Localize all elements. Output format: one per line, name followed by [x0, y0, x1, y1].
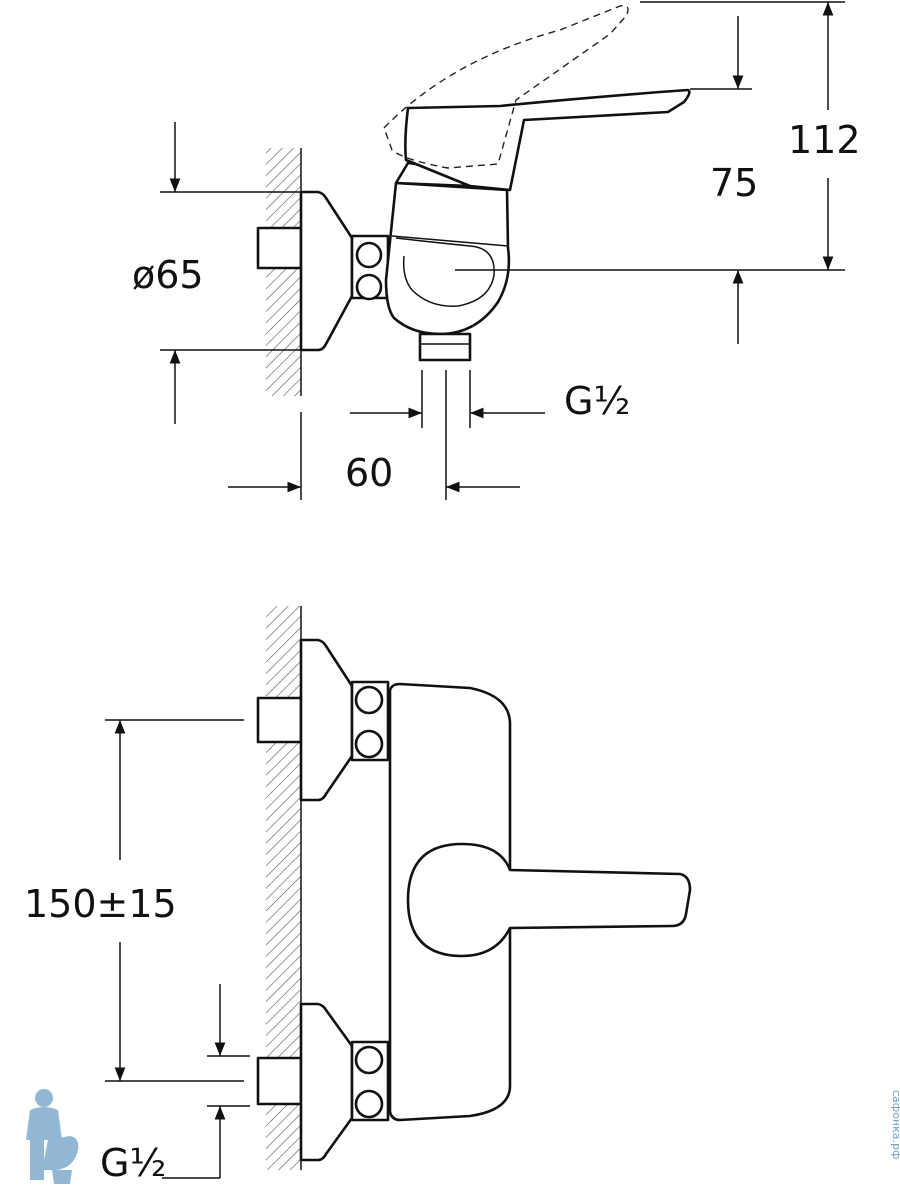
nut-lobe-upper — [355, 241, 383, 269]
dim-spout-offset: 60 — [228, 370, 520, 500]
wall-hatch-top — [266, 148, 301, 396]
flange-lower — [299, 1002, 354, 1162]
lever-closed — [404, 88, 691, 192]
label-outlet-thread: G½ — [564, 379, 630, 423]
dim-flange-diameter: ø65 — [132, 122, 300, 424]
flange-upper — [299, 638, 354, 802]
body-joint — [391, 235, 509, 247]
side-view: ø65 G½ 60 75 112 — [132, 1, 861, 500]
lever-front — [406, 842, 692, 958]
dim-heights: 75 112 — [455, 1, 861, 344]
label-spout-offset: 60 — [345, 451, 393, 495]
wall-flange-top — [299, 190, 354, 352]
label-handle-height: 75 — [710, 161, 758, 205]
inlet-stub-upper — [256, 696, 303, 744]
inlet-stub-top — [256, 226, 303, 270]
label-flange-diameter: ø65 — [132, 253, 204, 297]
spout-inner-curve — [395, 237, 495, 307]
dim-outlet-thread: G½ — [350, 370, 630, 428]
outlet-nipple — [418, 332, 472, 362]
dim-inlet-spacing: 150±15 — [24, 719, 244, 1082]
watermark-logo — [26, 1089, 79, 1184]
label-total-height: 112 — [788, 118, 861, 162]
front-view: 150±15 G½ — [24, 606, 692, 1185]
watermark-text: сафонка.рф — [890, 1090, 900, 1159]
label-inlet-thread: G½ — [100, 1141, 166, 1185]
label-inlet-spacing: 150±15 — [24, 882, 177, 926]
lever-open-dashed — [383, 5, 629, 169]
dim-inlet-thread: G½ — [100, 984, 250, 1185]
inlet-stub-lower — [256, 1056, 303, 1106]
nut-lobe-lower — [355, 273, 383, 301]
